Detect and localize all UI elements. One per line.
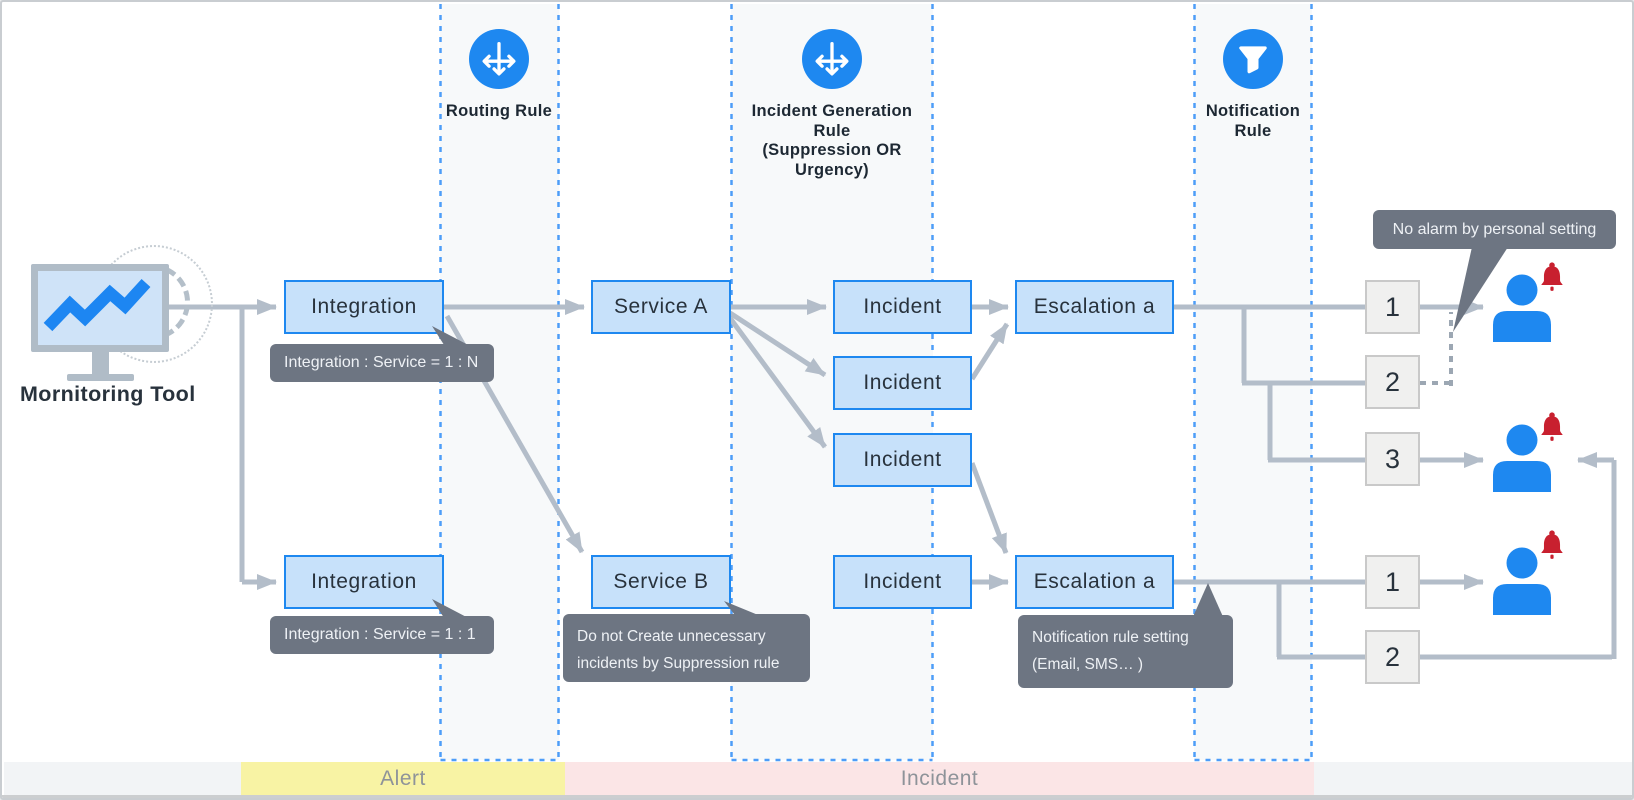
tooltip-no-alarm: No alarm by personal setting [1373,210,1616,249]
incident-box-2: Incident [833,356,972,410]
escalation-box-bottom: Escalation a [1015,555,1174,609]
incident-box-3: Incident [833,433,972,487]
incident-box-1: Incident [833,280,972,334]
integration-box-bottom: Integration [284,555,444,609]
escalation-step-2-bottom: 2 [1365,630,1420,684]
user-icon [1492,424,1552,492]
band-alert-label: Alert [380,766,426,790]
incident-box-4: Incident [833,555,972,609]
escalation-step-1-top: 1 [1365,280,1420,334]
tooltip-integration-service-1n: Integration : Service = 1 : N [270,344,494,382]
escalation-step-2-top: 2 [1365,355,1420,409]
alarm-bell-icon [1540,262,1564,292]
funnel-icon [1239,46,1267,74]
tooltip-integration-service-11: Integration : Service = 1 : 1 [270,616,494,654]
alarm-bell-icon [1540,412,1564,442]
incident-generation-rule-icon-circle [802,29,862,89]
bottom-edge-line [2,795,1632,798]
band-gray-right [1314,762,1632,795]
escalation-step-3-top: 3 [1365,432,1420,486]
band-incident: Incident [565,762,1314,795]
routing-rule-icon-circle [469,29,529,89]
trend-line-icon [43,278,151,332]
route-split-icon [482,41,516,76]
route-split-icon [815,41,849,76]
notification-rule-icon-circle [1223,29,1283,89]
user-icon [1492,547,1552,615]
service-b-box: Service B [591,555,731,609]
band-alert: Alert [241,762,565,795]
service-a-box: Service A [591,280,731,334]
monitor-icon [31,264,169,352]
monitor-stand-base [67,374,134,381]
alarm-bell-icon [1540,530,1564,560]
monitoring-tool-label: Mornitoring Tool [20,382,196,406]
monitor-stand-neck [92,352,109,374]
tooltip-suppression-rule: Do not Create unnecessary incidents by S… [563,614,810,682]
escalation-box-top: Escalation a [1015,280,1174,334]
integration-box-top: Integration [284,280,444,334]
band-incident-label: Incident [900,766,979,790]
tooltip-notification-rule-setting: Notification rule setting (Email, SMS… ) [1018,615,1233,688]
incident-generation-rule-label: Incident Generation Rule (Suppression OR… [751,102,913,179]
band-gray-left [4,762,241,795]
routing-rule-label: Routing Rule [445,102,553,120]
notification-rule-label: Notification Rule [1205,102,1301,140]
escalation-step-1-bottom: 1 [1365,555,1420,609]
